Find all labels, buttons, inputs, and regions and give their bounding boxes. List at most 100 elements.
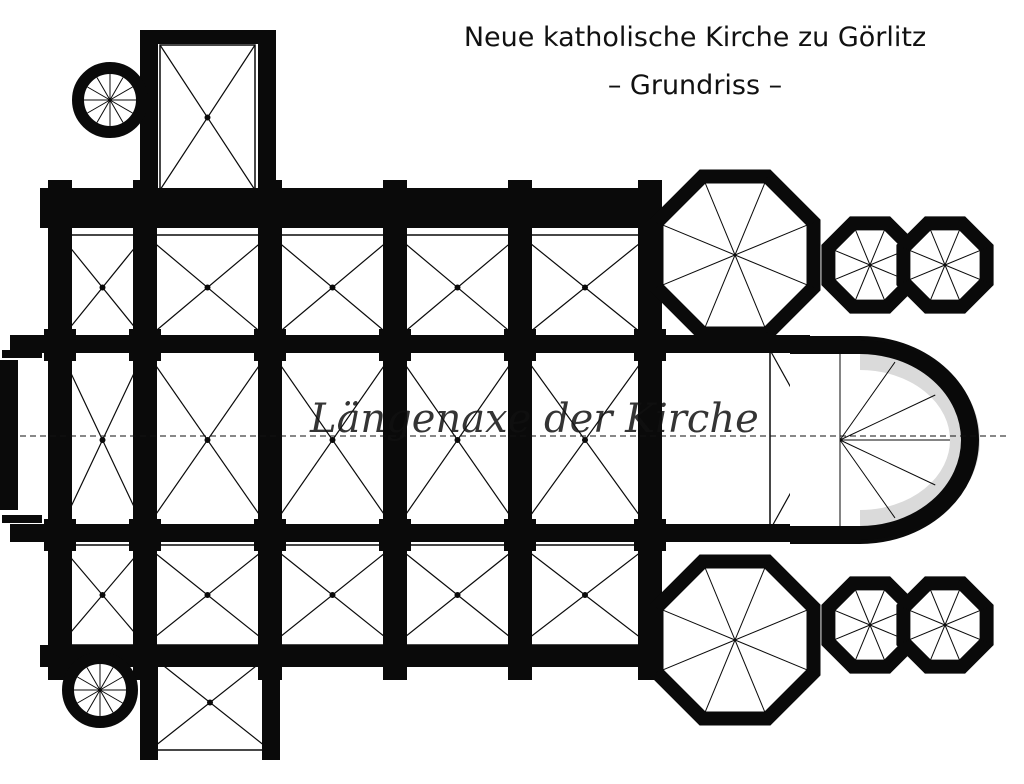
- vault-boss: [207, 699, 213, 706]
- vault-rib: [852, 583, 871, 626]
- vault-rib: [734, 607, 814, 641]
- vault-boss: [204, 592, 211, 598]
- vault-boss: [454, 592, 461, 598]
- vault-boss: [329, 592, 336, 598]
- stair-step: [86, 689, 101, 713]
- wall: [0, 360, 18, 510]
- vault-boss: [329, 284, 336, 291]
- stair-step: [109, 99, 124, 123]
- vault-rib: [656, 222, 736, 256]
- wall: [140, 30, 158, 220]
- wall: [258, 30, 276, 220]
- vault-rib: [927, 223, 946, 266]
- pillar: [379, 519, 411, 551]
- vault-rib: [903, 624, 946, 643]
- vault-rib: [944, 607, 987, 626]
- vault-boss: [99, 284, 106, 291]
- wall: [262, 660, 280, 760]
- stair-step: [96, 77, 111, 101]
- vault-rib: [944, 264, 963, 307]
- stair-step: [109, 99, 133, 114]
- vault-rib: [734, 222, 814, 256]
- pillar: [44, 519, 76, 551]
- vault-boss: [99, 592, 106, 598]
- vault-rib: [734, 254, 768, 334]
- pillar: [254, 329, 286, 361]
- vault-rib: [702, 561, 736, 641]
- wall: [258, 180, 282, 680]
- apse-ambulatory: [859, 340, 980, 540]
- wall: [140, 30, 276, 44]
- vault-rib: [702, 176, 736, 256]
- vault-rib: [734, 639, 768, 719]
- vault-rib: [839, 439, 896, 519]
- vault-rib: [869, 223, 888, 266]
- wall: [140, 660, 158, 760]
- vault-boss: [582, 284, 588, 291]
- stair-step: [99, 676, 123, 691]
- stair-step: [99, 689, 123, 704]
- vault-rib: [903, 607, 946, 626]
- vault-rib: [852, 624, 871, 667]
- vault-rib: [734, 254, 814, 288]
- pillar: [254, 519, 286, 551]
- vault-rib: [869, 264, 888, 307]
- pillar: [634, 329, 666, 361]
- pillar: [129, 519, 161, 551]
- vault-rib: [839, 394, 936, 441]
- vault-rib: [656, 254, 736, 288]
- plan-title: Neue katholische Kirche zu Görlitz: [463, 22, 927, 53]
- wall: [48, 180, 72, 680]
- vault-rib: [944, 247, 987, 266]
- longitudinal-axis-annotation: Längenaxe der Kirche: [309, 396, 759, 442]
- vault-rib: [828, 264, 871, 283]
- stair-step: [86, 667, 101, 691]
- vault-boss: [204, 284, 211, 291]
- vault-rib: [656, 639, 736, 673]
- vault-boss: [204, 437, 211, 443]
- wall: [40, 645, 660, 667]
- wall: [383, 180, 407, 680]
- vault-rib: [927, 624, 946, 667]
- vault-rib: [852, 264, 871, 307]
- vault-rib: [839, 361, 896, 441]
- vault-rib: [828, 607, 871, 626]
- wall: [133, 180, 157, 680]
- vault-boss: [582, 437, 588, 443]
- vault-bays: [59, 44, 871, 751]
- vault-boss: [99, 437, 106, 443]
- vault-rib: [944, 624, 963, 667]
- wall: [508, 180, 532, 680]
- stair-step: [87, 99, 111, 114]
- vault-rib: [839, 439, 936, 486]
- pillar: [504, 519, 536, 551]
- pillar: [129, 329, 161, 361]
- stair-step: [99, 667, 114, 691]
- stair-step: [96, 99, 111, 123]
- vault-rib: [927, 583, 946, 626]
- pillar: [634, 519, 666, 551]
- stair-step: [109, 77, 124, 101]
- stair-step: [87, 86, 111, 101]
- vault-rib: [903, 264, 946, 283]
- vault-rib: [903, 247, 946, 266]
- vault-boss: [204, 114, 211, 121]
- vault-boss: [582, 592, 588, 598]
- pillar: [504, 329, 536, 361]
- pillar: [379, 329, 411, 361]
- vault-rib: [734, 176, 768, 256]
- vault-boss: [454, 437, 461, 443]
- pillar: [44, 329, 76, 361]
- vault-rib: [944, 583, 963, 626]
- stair-step: [77, 676, 101, 691]
- vault-rib: [869, 583, 888, 626]
- vault-boss: [454, 284, 461, 291]
- vault-boss: [329, 437, 336, 443]
- vault-rib: [734, 561, 768, 641]
- vault-rib: [656, 607, 736, 641]
- vault-rib: [702, 639, 736, 719]
- vault-rib: [869, 624, 888, 667]
- vault-rib: [852, 223, 871, 266]
- wall: [2, 515, 42, 523]
- vault-rib: [734, 639, 814, 673]
